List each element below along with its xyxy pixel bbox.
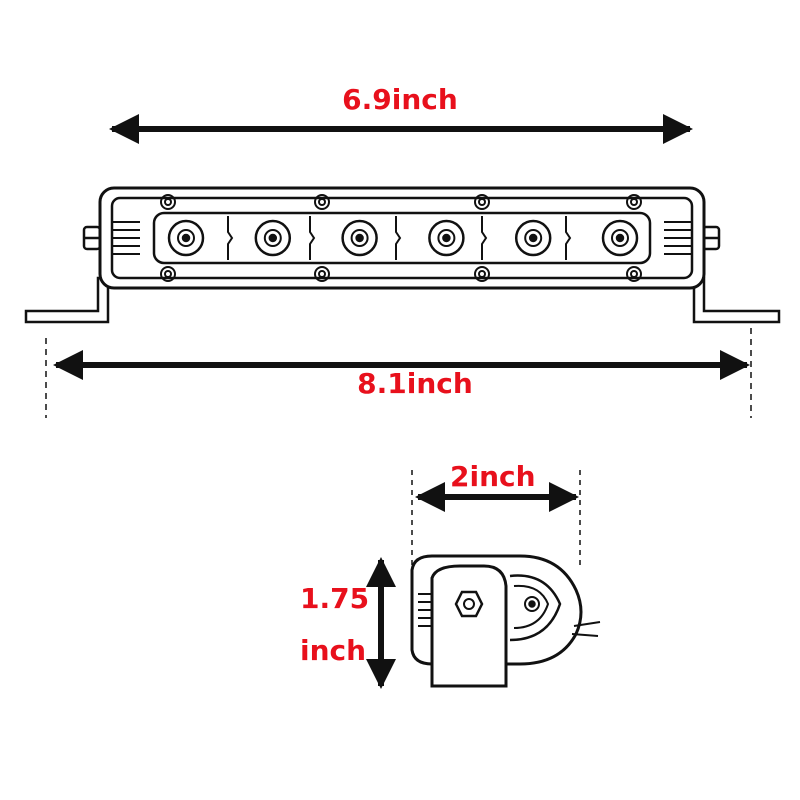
led-emitter xyxy=(514,219,552,257)
side-height-unit-label: inch xyxy=(300,634,367,667)
side-width-label: 2inch xyxy=(450,460,536,493)
power-cable xyxy=(571,621,601,637)
reflector-dividers xyxy=(227,216,572,260)
led-group xyxy=(167,219,639,257)
light-bar-side-view xyxy=(410,554,601,688)
bottom-screws xyxy=(160,266,642,282)
left-cooling-fins xyxy=(112,221,140,255)
right-mount-bracket xyxy=(692,276,781,324)
left-mount-bracket xyxy=(24,276,110,324)
led-emitter xyxy=(428,219,465,257)
led-emitter xyxy=(601,219,639,257)
overall-length-label: 8.1inch xyxy=(357,367,473,400)
hex-nut xyxy=(454,590,484,618)
lens-panel xyxy=(152,211,652,265)
left-bolt xyxy=(82,225,102,251)
light-bar-front-view xyxy=(24,186,781,324)
led-emitter xyxy=(341,219,378,257)
top-screws xyxy=(160,194,642,210)
bar-length-label: 6.9inch xyxy=(342,83,458,116)
side-height-value-label: 1.75 xyxy=(300,582,370,615)
side-fins xyxy=(418,593,432,627)
led-emitter xyxy=(254,219,292,257)
overall-length-extension-lines xyxy=(45,328,752,418)
side-led xyxy=(524,596,540,612)
side-mount-bracket xyxy=(430,564,508,688)
right-cooling-fins xyxy=(664,221,692,255)
led-emitter xyxy=(167,219,205,257)
